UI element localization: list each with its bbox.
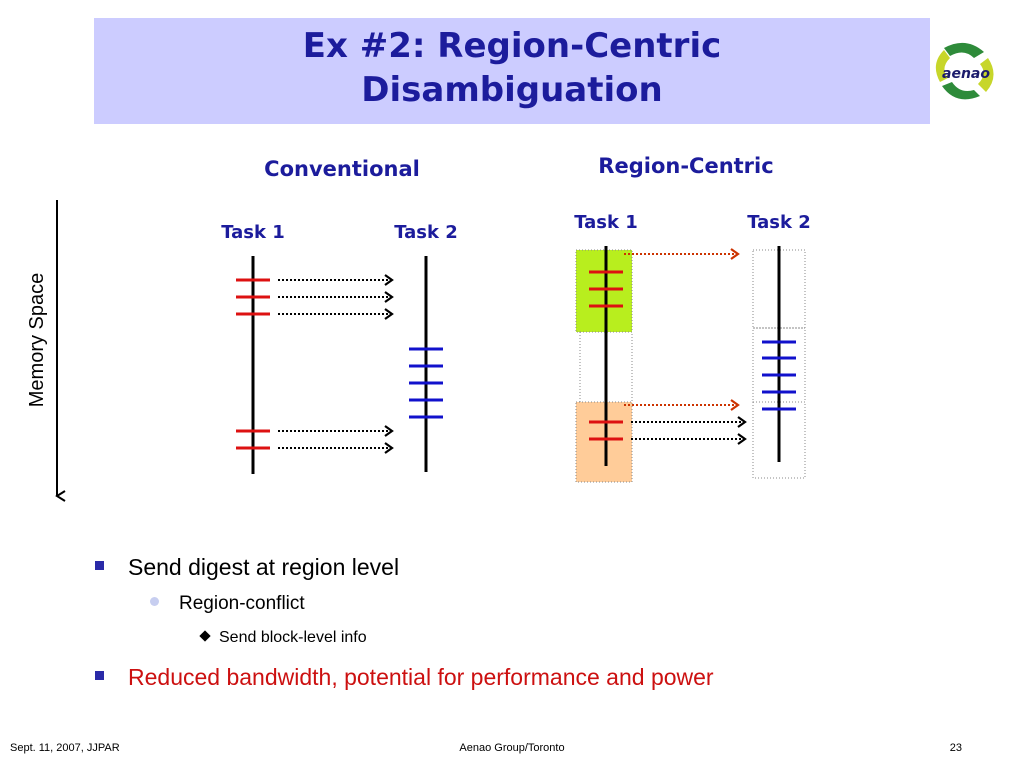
footer-group: Aenao Group/Toronto <box>459 742 565 754</box>
conventional-task2-label: Task 2 <box>394 222 458 243</box>
region-task1-label: Task 1 <box>574 212 638 233</box>
region-task2-label: Task 2 <box>747 212 811 233</box>
bullet-text: Send digest at region level <box>128 554 400 580</box>
conventional-task1-label: Task 1 <box>221 222 285 243</box>
square-bullet-icon <box>95 561 104 571</box>
bullet-level1: Send digest at region level <box>95 554 399 581</box>
bullet-level1-highlight: Reduced bandwidth, potential for perform… <box>95 664 714 691</box>
region-digest-arrows <box>624 248 740 411</box>
conventional-heading: Conventional <box>264 157 420 181</box>
conventional-task2-accesses <box>409 347 443 419</box>
bullet-level3: Send block-level info <box>199 629 367 647</box>
slide-title: Ex #2: Region-Centric Disambiguation <box>94 24 930 112</box>
region-task1-orange <box>575 401 633 483</box>
conventional-digest-arrows <box>278 274 394 454</box>
region-task1-green <box>575 249 633 333</box>
bullet-text: Region-conflict <box>179 593 305 614</box>
disambiguation-diagram: Memory Space Conventional Task 1 Task 2 … <box>26 154 811 502</box>
bullet-level2: Region-conflict <box>150 593 305 615</box>
aenao-logo: aenao <box>935 42 994 100</box>
diamond-bullet-icon <box>199 630 211 642</box>
region-task2-accesses <box>762 340 796 411</box>
logo-text: aenao <box>942 66 990 82</box>
footer-date: Sept. 11, 2007, JJPAR <box>10 742 120 754</box>
slide-title-line2: Disambiguation <box>361 70 663 110</box>
circle-bullet-icon <box>150 597 159 607</box>
page-number: 23 <box>949 742 962 754</box>
title-banner <box>94 18 930 124</box>
slide-title-line1: Ex #2: Region-Centric <box>302 26 722 66</box>
bullet-text: Reduced bandwidth, potential for perform… <box>128 664 714 690</box>
region-block-arrows <box>631 416 747 445</box>
bullet-text: Send block-level info <box>219 629 367 646</box>
region-centric-heading: Region-Centric <box>598 154 773 178</box>
square-bullet-icon <box>95 671 104 681</box>
region-task1-writes <box>589 270 623 441</box>
conventional-task1-writes <box>236 278 270 450</box>
memory-axis-label: Memory Space <box>26 273 48 408</box>
region-task2-bottom <box>752 401 806 479</box>
